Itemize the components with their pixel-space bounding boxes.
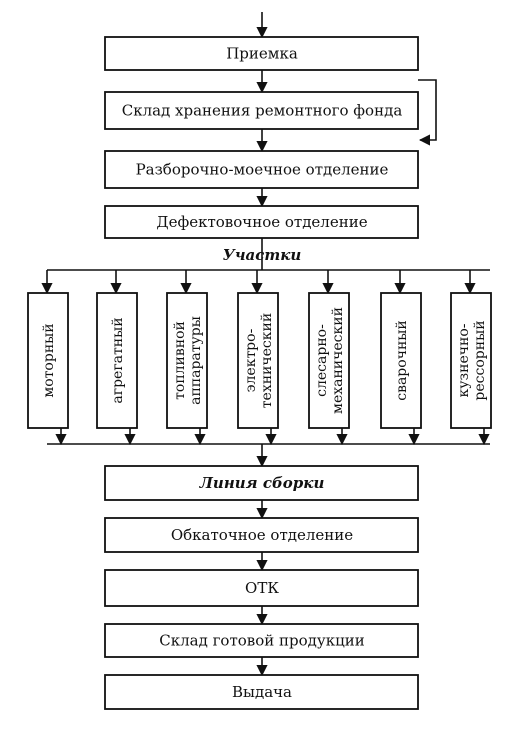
section-label: топливной bbox=[172, 321, 188, 400]
section-label: моторный bbox=[41, 323, 57, 397]
section-label: технический bbox=[259, 313, 275, 408]
top-step-0: Приемка bbox=[104, 36, 419, 71]
top-step-label: Разборочно-моечное отделение bbox=[136, 161, 389, 179]
section-box bbox=[380, 292, 422, 429]
section-label: слесарно- bbox=[314, 324, 330, 397]
top-step-1: Склад хранения ремонтного фонда bbox=[104, 91, 419, 130]
bottom-step-box bbox=[104, 569, 419, 607]
section-label: механический bbox=[330, 307, 346, 414]
bottom-step-1: Обкаточное отделение bbox=[104, 517, 419, 553]
section-6: кузнечно-рессорный bbox=[450, 292, 492, 429]
section-box bbox=[166, 292, 208, 429]
bottom-step-label: Обкаточное отделение bbox=[171, 526, 353, 544]
top-step-label: Дефектовочное отделение bbox=[156, 213, 367, 231]
section-label: рессорный bbox=[472, 320, 488, 400]
bottom-step-4: Выдача bbox=[104, 674, 419, 710]
section-label: кузнечно- bbox=[456, 323, 472, 397]
bottom-step-0: Линия сборки bbox=[104, 465, 419, 501]
top-step-box bbox=[104, 205, 419, 239]
top-step-2: Разборочно-моечное отделение bbox=[104, 150, 419, 189]
top-step-box bbox=[104, 91, 419, 130]
bottom-step-label: Линия сборки bbox=[199, 474, 325, 492]
top-step-3: Дефектовочное отделение bbox=[104, 205, 419, 239]
section-label: сварочный bbox=[394, 320, 410, 401]
section-box bbox=[308, 292, 350, 429]
top-step-box bbox=[104, 150, 419, 189]
section-label: электро- bbox=[243, 328, 259, 392]
section-0: моторный bbox=[27, 292, 69, 429]
section-4: слесарно-механический bbox=[308, 292, 350, 429]
section-box bbox=[27, 292, 69, 429]
section-5: сварочный bbox=[380, 292, 422, 429]
bottom-step-box bbox=[104, 674, 419, 710]
top-step-box bbox=[104, 36, 419, 71]
top-step-label: Приемка bbox=[226, 45, 298, 63]
section-label: аппаратуры bbox=[188, 316, 204, 405]
top-step-label: Склад хранения ремонтного фонда bbox=[122, 102, 403, 120]
section-label: агрегатный bbox=[110, 317, 126, 403]
section-box bbox=[237, 292, 279, 429]
bottom-step-box bbox=[104, 623, 419, 658]
sections-label: Участки bbox=[223, 246, 302, 264]
bottom-step-box bbox=[104, 465, 419, 501]
bottom-step-3: Склад готовой продукции bbox=[104, 623, 419, 658]
section-box bbox=[450, 292, 492, 429]
bottom-step-label: Склад готовой продукции bbox=[159, 632, 365, 650]
bottom-step-label: ОТК bbox=[245, 579, 279, 597]
bottom-step-box bbox=[104, 517, 419, 553]
section-box bbox=[96, 292, 138, 429]
bottom-step-label: Выдача bbox=[232, 683, 292, 701]
connectors bbox=[41, 12, 490, 677]
section-1: агрегатный bbox=[96, 292, 138, 429]
bottom-step-2: ОТК bbox=[104, 569, 419, 607]
section-3: электро-технический bbox=[237, 292, 279, 429]
